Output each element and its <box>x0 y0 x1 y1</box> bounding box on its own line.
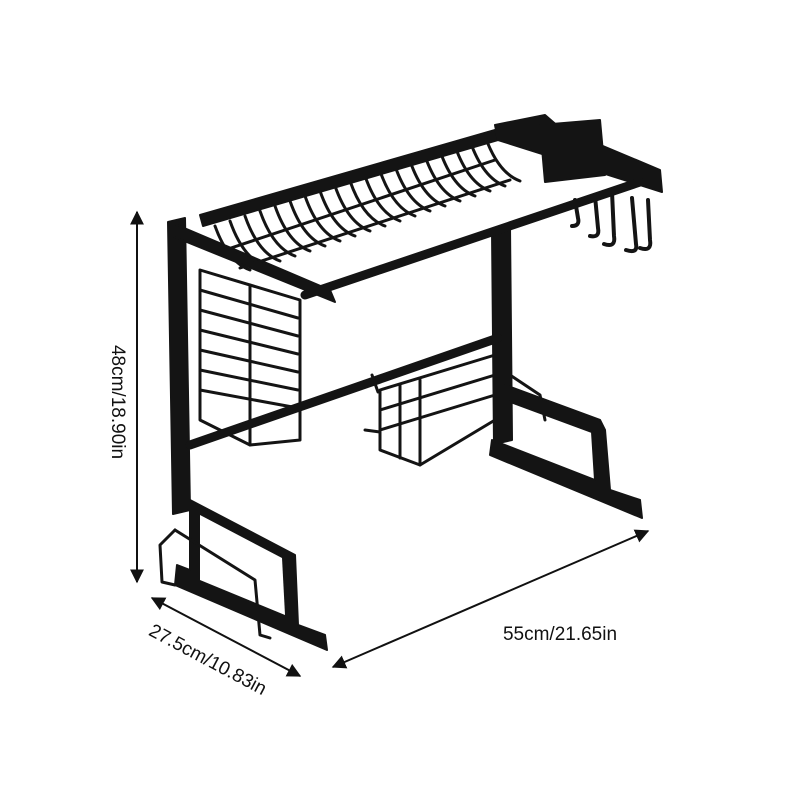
dish-rack <box>158 114 663 651</box>
dish-wires <box>213 134 522 272</box>
cutlery-basket <box>198 268 302 447</box>
front-tube <box>300 177 645 300</box>
depth-arrow <box>150 597 302 677</box>
middle-bar <box>185 333 503 450</box>
depth-label: 27.5cm/10.83in <box>145 620 270 700</box>
center-basket <box>363 353 497 467</box>
height-label: 48cm/18.90in <box>107 345 128 459</box>
left-front-post <box>167 217 191 515</box>
utensil-hooks <box>570 190 653 254</box>
dimension-annotations <box>130 210 650 677</box>
width-arrow <box>331 529 650 669</box>
right-side-bracket <box>489 384 643 519</box>
knife-holder <box>539 119 606 183</box>
top-rail-front <box>169 221 336 303</box>
width-label: 55cm/21.65in <box>503 624 617 645</box>
